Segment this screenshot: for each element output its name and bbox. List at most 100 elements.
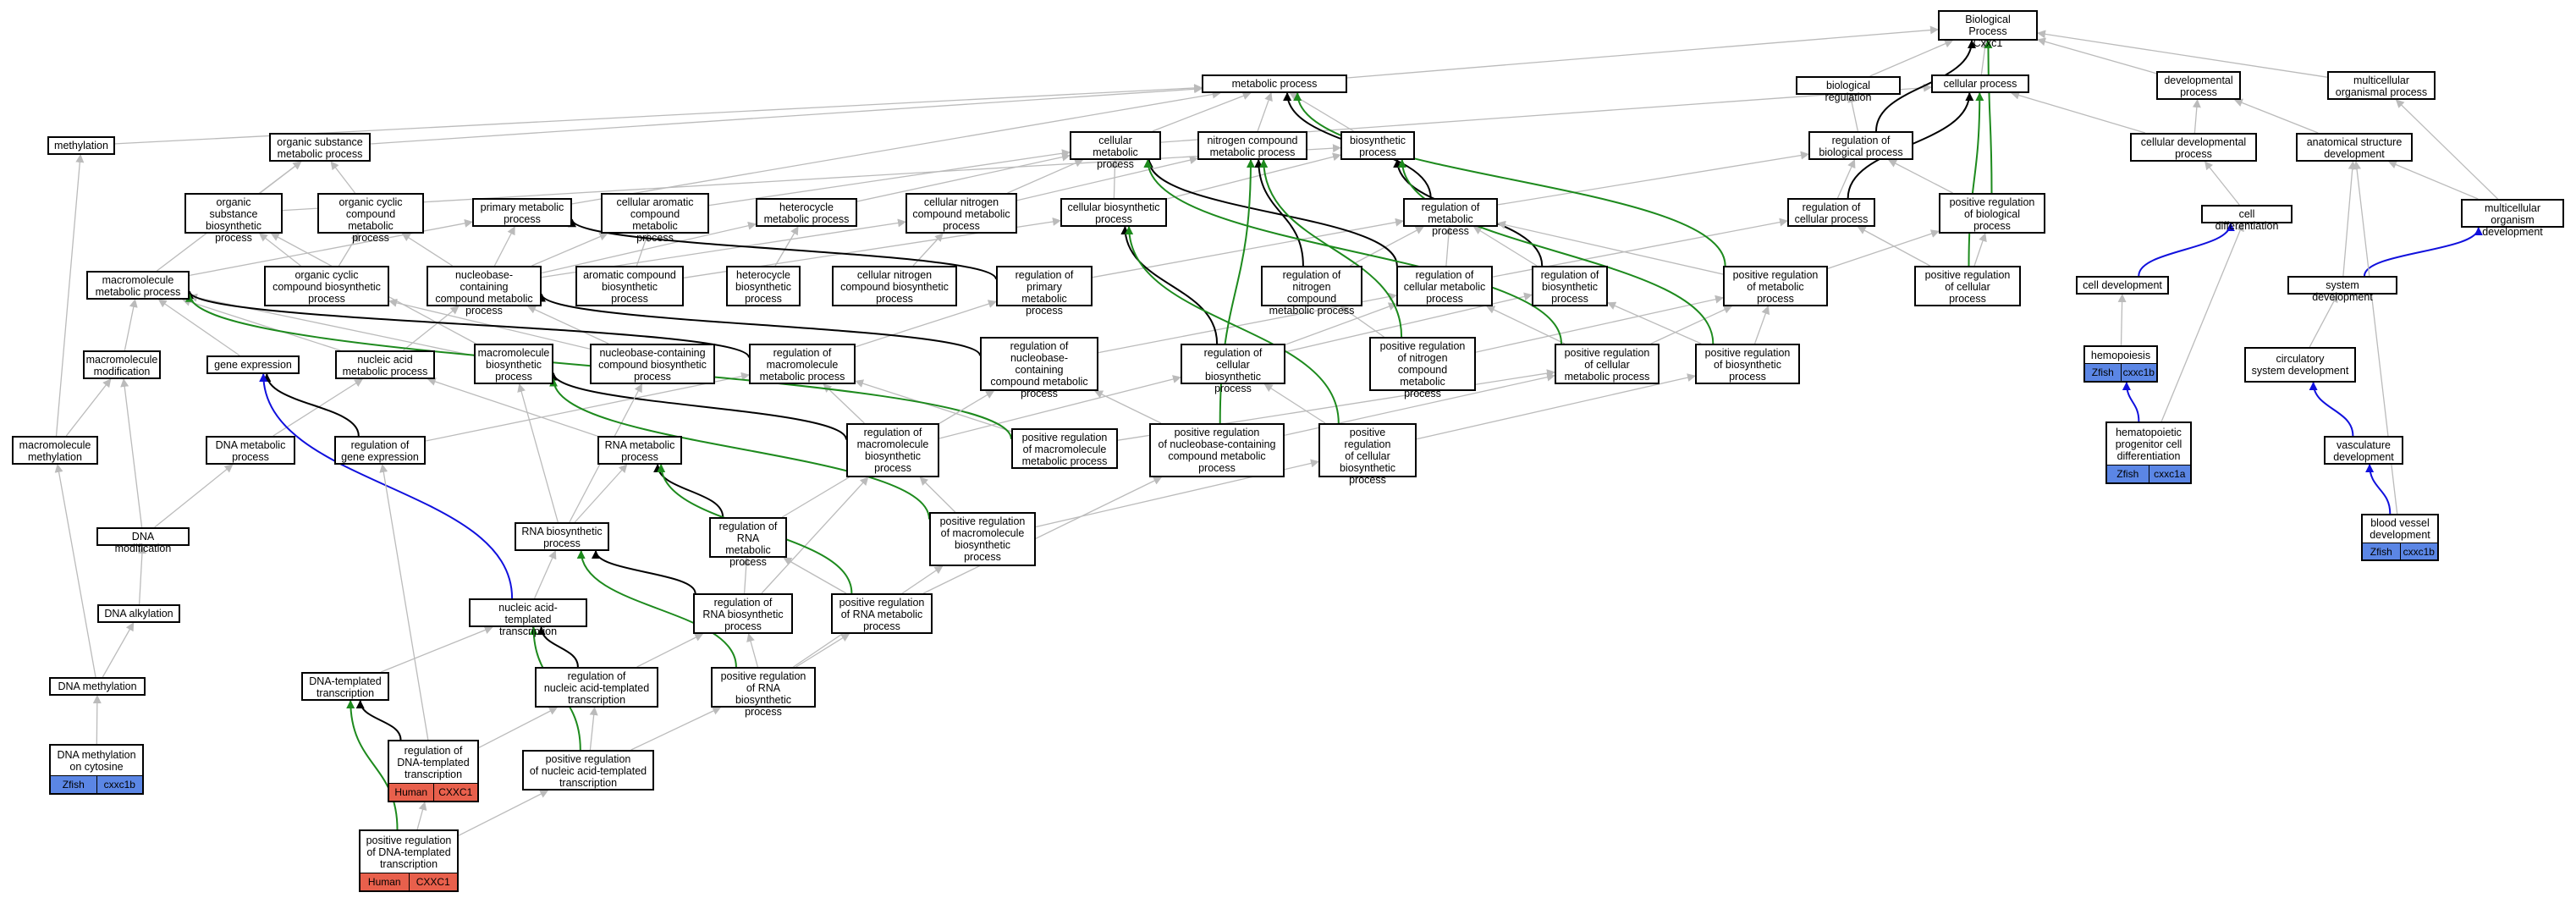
node-organic-substance-metabolic-process[interactable]: organic substance metabolic process: [269, 133, 371, 162]
node-biological-process-root[interactable]: Biological Process Cxxc1: [1938, 10, 2038, 49]
node-positive-regulation-of-cellular-biosynthetic-process[interactable]: positive regulation of cellular biosynth…: [1318, 423, 1417, 486]
node-metabolic-process[interactable]: metabolic process: [1202, 74, 1347, 93]
edge-is-a: [795, 633, 850, 668]
node-cellular-nitrogen-compound-metabolic-process[interactable]: cellular nitrogen compound metabolic pro…: [905, 193, 1017, 234]
node-nucleic-acid-metabolic-process[interactable]: nucleic acid metabolic process: [335, 350, 435, 379]
node-regulation-of-metabolic-process[interactable]: regulation of metabolic process: [1403, 198, 1498, 237]
node-positive-regulation-of-dna-templated-transcription[interactable]: positive regulation of DNA-templated tra…: [359, 829, 459, 892]
node-positive-regulation-of-nucleobase-containing-compound-metabolic-process[interactable]: positive regulation of nucleobase-contai…: [1149, 423, 1285, 477]
node-cellular-process[interactable]: cellular process: [1931, 74, 2029, 93]
edge-is-a: [425, 372, 750, 442]
node-positive-regulation-of-cellular-metabolic-process[interactable]: positive regulation of cellular metaboli…: [1555, 344, 1660, 384]
edge-is-a: [1416, 373, 1696, 440]
node-positive-regulation-of-rna-biosynthetic-process[interactable]: positive regulation of RNA biosynthetic …: [711, 667, 816, 718]
node-regulation-of-cellular-biosynthetic-process[interactable]: regulation of cellular biosynthetic proc…: [1181, 344, 1285, 394]
node-developmental-process[interactable]: developmental process: [2156, 71, 2241, 100]
node-circulatory-system-development[interactable]: circulatory system development: [2244, 347, 2356, 383]
node-dna-templated-transcription[interactable]: DNA-templated transcription: [301, 672, 389, 701]
node-macromolecule-metabolic-process[interactable]: macromolecule metabolic process: [86, 271, 190, 300]
node-hematopoietic-progenitor-cell-differentiation[interactable]: hematopoietic progenitor cell differenti…: [2105, 421, 2192, 484]
node-biosynthetic-process[interactable]: biosynthetic process: [1340, 131, 1415, 160]
node-aromatic-compound-biosynthetic-process[interactable]: aromatic compound biosynthetic process: [575, 266, 684, 306]
node-dna-modification[interactable]: DNA modification: [96, 527, 190, 554]
edge-is-a: [2192, 99, 2201, 134]
node-multicellular-organism-development[interactable]: multicellular organism development: [2461, 199, 2564, 238]
node-positive-regulation-of-macromolecule-metabolic-process[interactable]: positive regulation of macromolecule met…: [1011, 428, 1118, 469]
edge-is-a: [2160, 223, 2244, 422]
node-cell-differentiation[interactable]: cell differentiation: [2201, 205, 2293, 232]
node-regulation-of-gene-expression[interactable]: regulation of gene expression: [334, 436, 426, 465]
node-methylation[interactable]: methylation: [47, 136, 115, 155]
edge-is-a: [823, 383, 865, 424]
node-regulation-of-nucleic-acid-templated-transcription[interactable]: regulation of nucleic acid-templated tra…: [535, 667, 658, 708]
node-nucleic-acid-templated-transcription[interactable]: nucleic acid-templated transcription: [469, 598, 587, 637]
node-heterocycle-metabolic-process[interactable]: heterocycle metabolic process: [756, 198, 857, 227]
edge-is-a: [1475, 295, 1724, 353]
node-rna-metabolic-process[interactable]: RNA metabolic process: [597, 436, 682, 465]
node-regulation-of-nitrogen-compound-metabolic-process[interactable]: regulation of nitrogen compound metaboli…: [1261, 266, 1362, 317]
node-cellular-metabolic-process[interactable]: cellular metabolic process: [1070, 131, 1161, 170]
edge-regulates: [1875, 40, 1976, 132]
node-macromolecule-methylation[interactable]: macromolecule methylation: [12, 436, 98, 465]
node-regulation-of-cellular-process[interactable]: regulation of cellular process: [1787, 198, 1875, 227]
node-dna-methylation[interactable]: DNA methylation: [49, 677, 146, 696]
node-heterocycle-biosynthetic-process[interactable]: heterocycle biosynthetic process: [726, 266, 801, 306]
node-cellular-nitrogen-compound-biosynthetic-process[interactable]: cellular nitrogen compound biosynthetic …: [832, 266, 957, 306]
node-regulation-of-biological-process[interactable]: regulation of biological process: [1808, 131, 1913, 160]
node-cellular-biosynthetic-process[interactable]: cellular biosynthetic process: [1060, 198, 1167, 227]
node-positive-regulation-of-nitrogen-compound-metabolic-process[interactable]: positive regulation of nitrogen compound…: [1369, 337, 1476, 399]
node-nucleobase-containing-compound-biosynthetic-process[interactable]: nucleobase-containing compound biosynthe…: [590, 344, 715, 384]
node-organic-cyclic-compound-biosynthetic-process[interactable]: organic cyclic compound biosynthetic pro…: [264, 266, 389, 306]
node-positive-regulation-of-rna-metabolic-process[interactable]: positive regulation of RNA metabolic pro…: [831, 593, 933, 634]
edge-is-a: [458, 790, 549, 836]
node-positive-regulation-of-macromolecule-biosynthetic-process[interactable]: positive regulation of macromolecule bio…: [929, 512, 1036, 566]
node-regulation-of-macromolecule-metabolic-process[interactable]: regulation of macromolecule metabolic pr…: [749, 344, 856, 384]
node-cellular-aromatic-compound-metabolic-process[interactable]: cellular aromatic compound metabolic pro…: [601, 193, 709, 244]
node-regulation-of-rna-biosynthetic-process[interactable]: regulation of RNA biosynthetic process: [693, 593, 793, 634]
node-anatomical-structure-development[interactable]: anatomical structure development: [2296, 133, 2413, 162]
node-regulation-of-macromolecule-biosynthetic-process[interactable]: regulation of macromolecule biosynthetic…: [846, 423, 939, 477]
node-nitrogen-compound-metabolic-process[interactable]: nitrogen compound metabolic process: [1197, 131, 1307, 160]
node-cell-development[interactable]: cell development: [2076, 276, 2169, 295]
node-positive-regulation-of-cellular-process[interactable]: positive regulation of cellular process: [1914, 266, 2021, 306]
node-nucleobase-containing-compound-metabolic-process[interactable]: nucleobase-containing compound metabolic…: [427, 266, 542, 317]
node-dna-metabolic-process[interactable]: DNA metabolic process: [206, 436, 295, 465]
node-positive-regulation-of-biological-process[interactable]: positive regulation of biological proces…: [1939, 193, 2045, 234]
node-biological-regulation[interactable]: biological regulation: [1796, 76, 1901, 103]
node-organic-substance-biosynthetic-process[interactable]: organic substance biosynthetic process: [184, 193, 283, 244]
node-vasculature-development[interactable]: vasculature development: [2324, 436, 2403, 465]
node-system-development[interactable]: system development: [2287, 276, 2397, 303]
edge-positively-regulates: [346, 700, 399, 830]
node-positive-regulation-of-biosynthetic-process[interactable]: positive regulation of biosynthetic proc…: [1695, 344, 1800, 384]
edge-positively-regulates: [1984, 40, 1993, 194]
node-dna-alkylation[interactable]: DNA alkylation: [97, 604, 180, 623]
node-macromolecule-biosynthetic-process[interactable]: macromolecule biosynthetic process: [474, 344, 553, 384]
node-positive-regulation-of-metabolic-process[interactable]: positive regulation of metabolic process: [1723, 266, 1828, 306]
edge-is-a: [1607, 301, 1702, 344]
node-regulation-of-rna-metabolic-process[interactable]: regulation of RNA metabolic process: [709, 517, 787, 568]
node-regulation-of-dna-templated-transcription[interactable]: regulation of DNA-templated transcriptio…: [388, 740, 479, 802]
node-gene-expression[interactable]: gene expression: [206, 355, 300, 374]
edge-is-a: [370, 85, 1203, 145]
edge-is-a: [517, 383, 559, 523]
node-cellular-developmental-process[interactable]: cellular developmental process: [2130, 133, 2257, 162]
node-organic-cyclic-compound-metabolic-process[interactable]: organic cyclic compound metabolic proces…: [317, 193, 424, 244]
node-multicellular-organismal-process[interactable]: multicellular organismal process: [2327, 71, 2436, 100]
node-positive-regulation-of-nucleic-acid-templated-transcription[interactable]: positive regulation of nucleic acid-temp…: [522, 750, 654, 791]
edge-positively-regulates: [1293, 92, 1726, 267]
node-rna-biosynthetic-process[interactable]: RNA biosynthetic process: [515, 522, 609, 551]
node-macromolecule-modification[interactable]: macromolecule modification: [83, 350, 161, 379]
node-primary-metabolic-process[interactable]: primary metabolic process: [472, 198, 572, 227]
node-regulation-of-cellular-metabolic-process[interactable]: regulation of cellular metabolic process: [1396, 266, 1493, 306]
edge-is-a: [1888, 159, 1953, 194]
node-regulation-of-nucleobase-containing-compound-metabolic-process[interactable]: regulation of nucleobase-containing comp…: [980, 337, 1098, 399]
node-regulation-of-biosynthetic-process[interactable]: regulation of biosynthetic process: [1532, 266, 1608, 306]
edge-positively-regulates: [1259, 159, 1403, 338]
node-regulation-of-primary-metabolic-process[interactable]: regulation of primary metabolic process: [996, 266, 1093, 317]
edge-part-of: [2138, 223, 2235, 277]
